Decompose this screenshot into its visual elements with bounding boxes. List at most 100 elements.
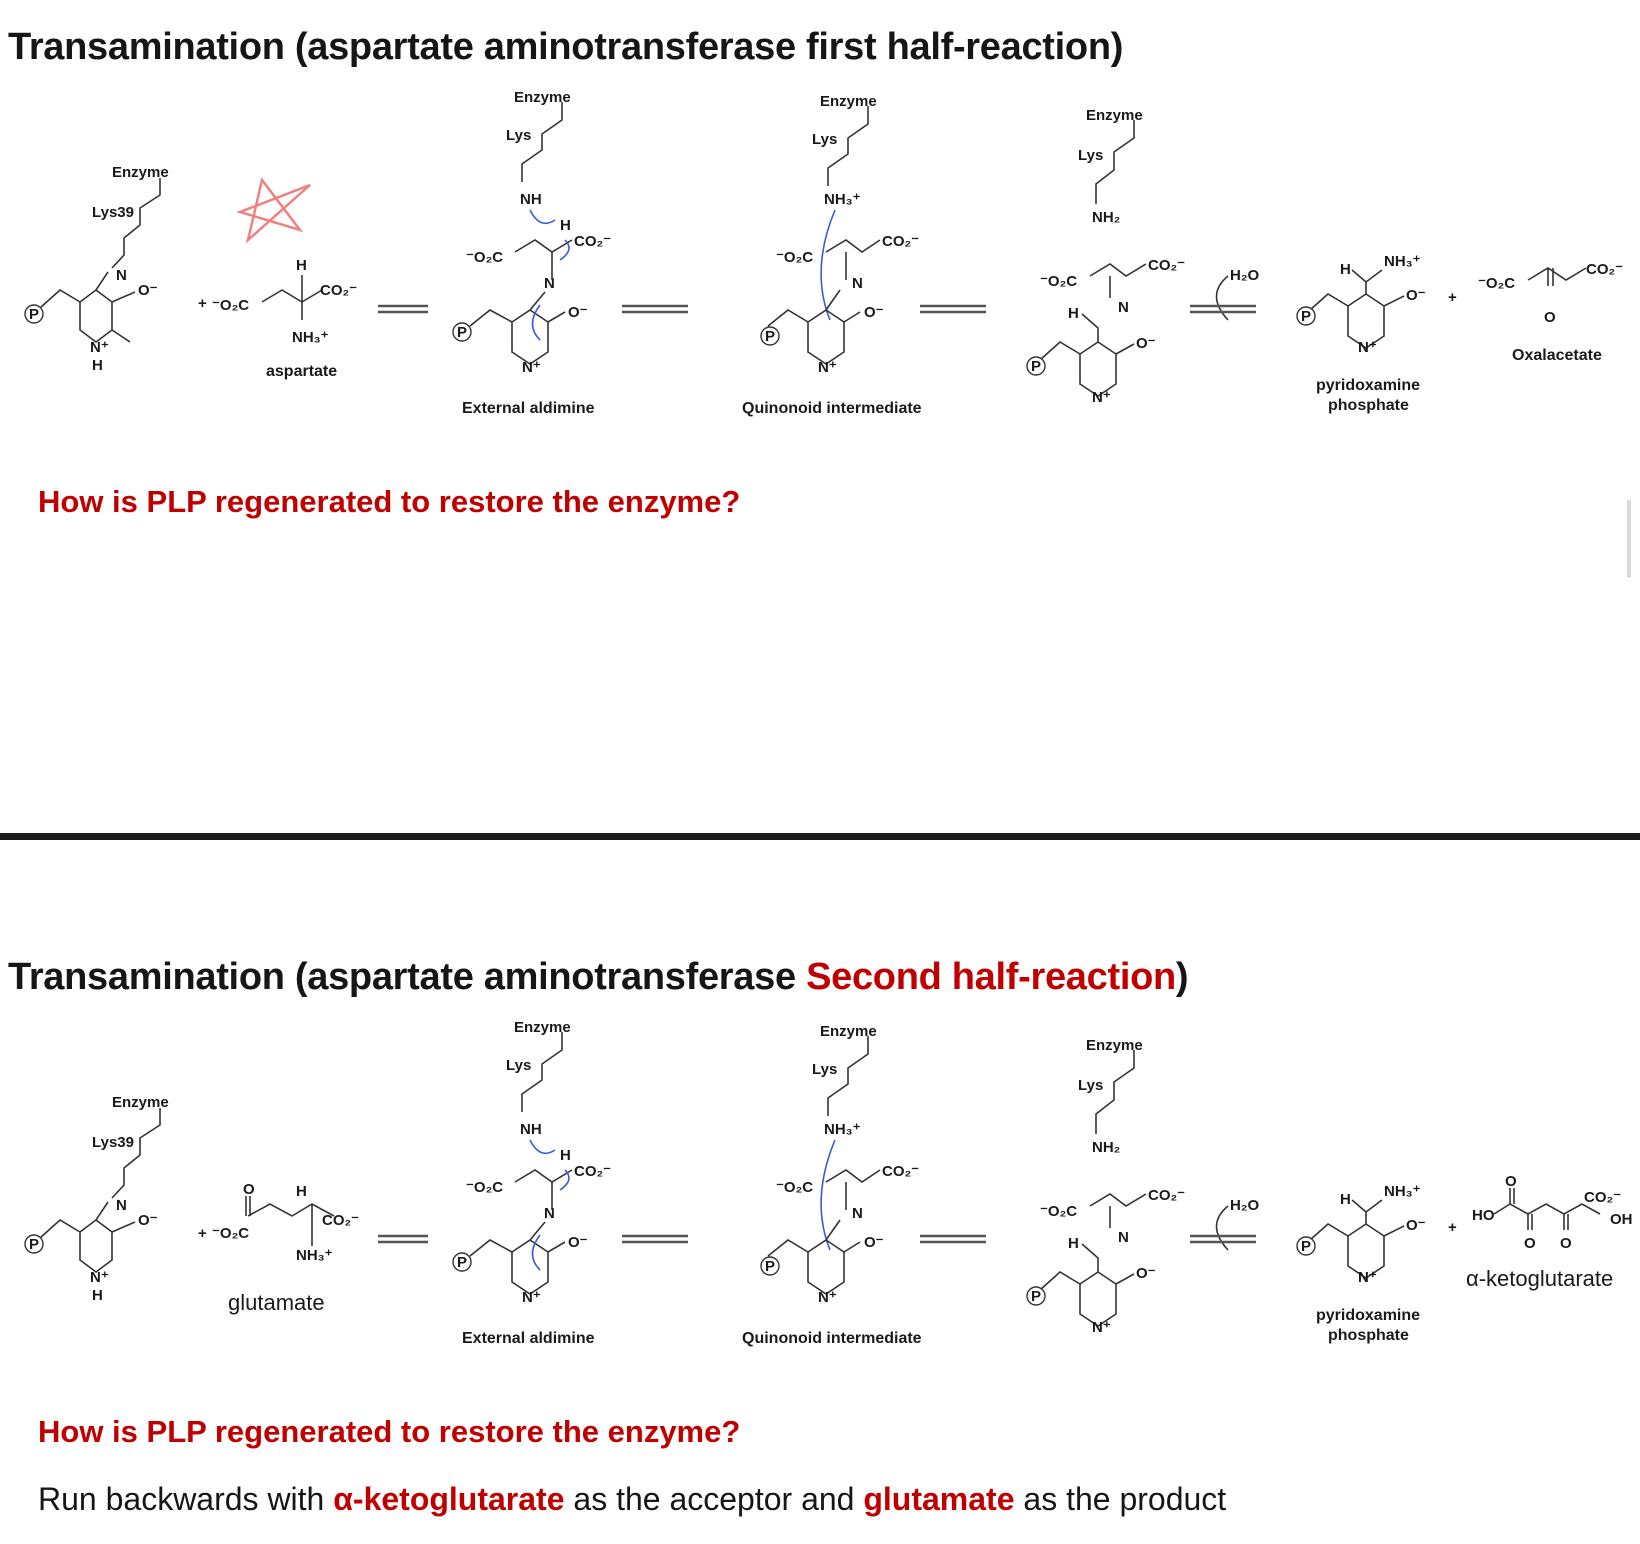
plp-internal-aldimine-2: Enzyme Lys39 N O⁻ P N⁺ H: [24, 1094, 169, 1304]
aspartate-label: aspartate: [266, 363, 337, 380]
equilibrium-arrow-1: [378, 304, 428, 314]
quinonoid-structure-2: Enzyme Lys NH₃⁺ ⁻O₂C CO₂⁻ N O⁻ P N⁺ Quin…: [742, 1023, 922, 1347]
ext-enzyme: Enzyme: [514, 89, 571, 106]
k-o2c: ⁻O₂C: [1040, 273, 1077, 290]
k-lys-2: Lys: [1078, 1077, 1103, 1094]
pmp-label-2: phosphate: [1328, 397, 1409, 414]
quinonoid-label: Quinonoid intermediate: [742, 400, 922, 417]
alpha-ketoglutarate-label: α-ketoglutarate: [1466, 1266, 1613, 1291]
water-label: H₂O: [1230, 267, 1259, 284]
external-aldimine-label-2: External aldimine: [462, 1330, 595, 1347]
pmp-h-2: H: [1340, 1191, 1351, 1208]
pmp-structure-2: H NH₃⁺ O⁻ P N⁺ pyridoxamine phosphate: [1296, 1183, 1426, 1344]
pmp-label-1-2: pyridoxamine: [1316, 1307, 1420, 1324]
answer-part3: as the product: [1014, 1481, 1227, 1517]
equilibrium-arrow-7: [920, 1234, 986, 1244]
ring-h-2: H: [92, 1287, 103, 1304]
o-minus: O⁻: [138, 282, 158, 299]
answer-part2: as the acceptor and: [564, 1481, 864, 1517]
lys39-label-2: Lys39: [92, 1134, 134, 1151]
k-co2: CO₂⁻: [1148, 257, 1185, 274]
pmp-h: H: [1340, 261, 1351, 278]
answer-highlight-glutamate: glutamate: [863, 1481, 1015, 1517]
ext-enzyme-2: Enzyme: [514, 1019, 571, 1036]
k-n: N: [1118, 299, 1129, 316]
k-o-minus: O⁻: [1136, 335, 1156, 352]
q-ring-n: N⁺: [818, 359, 837, 376]
oaa-o2c: ⁻O₂C: [1478, 275, 1515, 292]
external-aldimine-label: External aldimine: [462, 400, 595, 417]
ext-n: N: [544, 275, 555, 292]
imine-n-2: N: [116, 1197, 127, 1214]
pmp-nh3-2: NH₃⁺: [1384, 1183, 1421, 1200]
plus-sign-3: +: [198, 1225, 207, 1242]
pmp-o-minus-2: O⁻: [1406, 1217, 1426, 1234]
ext-h: H: [560, 217, 571, 234]
asp-co2: CO₂⁻: [320, 282, 357, 299]
equilibrium-arrow-6: [622, 1234, 688, 1244]
equilibrium-arrow-2: [622, 304, 688, 314]
ketimine-structure: Enzyme Lys NH₂ ⁻O₂C CO₂⁻ N H O⁻ P N⁺: [1026, 107, 1185, 406]
plus-sign-2: +: [1448, 289, 1457, 306]
k-co2-2: CO₂⁻: [1148, 1187, 1185, 1204]
section2-title-end: ): [1175, 956, 1189, 998]
ext-co2: CO₂⁻: [574, 233, 611, 250]
alpha-ketoglutarate-structure: HO O O O CO₂⁻ OH α-ketoglutarate: [1466, 1173, 1633, 1291]
oaa-co2: CO₂⁻: [1586, 261, 1623, 278]
akg-ho: HO: [1472, 1207, 1495, 1224]
ext-co2-2: CO₂⁻: [574, 1163, 611, 1180]
q-o2c: ⁻O₂C: [776, 249, 813, 266]
o-minus-2: O⁻: [138, 1212, 158, 1229]
k-h-2: H: [1068, 1235, 1079, 1252]
quinonoid-label-2: Quinonoid intermediate: [742, 1330, 922, 1347]
equilibrium-arrow-4: [1190, 304, 1256, 314]
ext-p-2: P: [457, 1254, 467, 1271]
enzyme-label-2: Enzyme: [112, 1094, 169, 1111]
equilibrium-arrow-8: [1190, 1234, 1256, 1244]
oxaloacetate-structure: ⁻O₂C CO₂⁻ O Oxalacetate: [1478, 261, 1623, 364]
quinonoid-structure: Enzyme Lys NH₃⁺ ⁻O₂C CO₂⁻ N O⁻ P N⁺ Quin…: [742, 93, 922, 417]
k-p-2: P: [1031, 1288, 1041, 1305]
glu-o2c: ⁻O₂C: [212, 1225, 249, 1242]
plp-internal-aldimine: Enzyme Lys39 N O⁻ P N⁺ H: [24, 164, 169, 374]
ketimine-structure-2: Enzyme Lys NH₂ ⁻O₂C CO₂⁻ N H O⁻ P N⁺: [1026, 1037, 1185, 1336]
star-annotation: [236, 177, 311, 244]
glu-co2: CO₂⁻: [322, 1212, 359, 1229]
ring-n-plus: N⁺: [90, 339, 109, 356]
pmp-p-2: P: [1301, 1238, 1311, 1255]
ext-ring-n: N⁺: [522, 359, 541, 376]
section2-question: How is PLP regenerated to restore the en…: [38, 1414, 741, 1449]
akg-o-1: O: [1524, 1235, 1536, 1252]
phosphate-p: P: [29, 306, 39, 323]
pmp-o-minus: O⁻: [1406, 287, 1426, 304]
glutamate-structure: ⁻O₂C O H CO₂⁻ NH₃⁺ glutamate: [212, 1181, 359, 1315]
q-co2: CO₂⁻: [882, 233, 919, 250]
pmp-label-2-2: phosphate: [1328, 1327, 1409, 1344]
q-lys-2: Lys: [812, 1061, 837, 1078]
k-o-minus-2: O⁻: [1136, 1265, 1156, 1282]
q-nh3-2: NH₃⁺: [824, 1121, 861, 1138]
oaa-o: O: [1544, 309, 1556, 326]
q-o2c-2: ⁻O₂C: [776, 1179, 813, 1196]
k-n-2: N: [1118, 1229, 1129, 1246]
pmp-structure: H NH₃⁺ O⁻ P N⁺ pyridoxamine phosphate: [1296, 253, 1426, 414]
plus-sign-4: +: [1448, 1219, 1457, 1236]
k-ring-n-2: N⁺: [1092, 1319, 1111, 1336]
q-n: N: [852, 275, 863, 292]
q-o-minus: O⁻: [864, 304, 884, 321]
answer-part1: Run backwards with: [38, 1481, 334, 1517]
equilibrium-arrow-3: [920, 304, 986, 314]
ext-nh: NH: [520, 191, 542, 208]
water-curve-2: [1215, 1205, 1229, 1251]
scrollbar[interactable]: [1627, 500, 1631, 578]
water-curve: [1215, 275, 1229, 321]
glu-h: H: [296, 1183, 307, 1200]
oxaloacetate-label: Oxalacetate: [1512, 347, 1602, 364]
scheme-first-half-reaction: Enzyme Lys39 N O⁻ P N⁺ H + ⁻O₂C CO₂⁻ H N…: [24, 89, 1623, 417]
q-o-minus-2: O⁻: [864, 1234, 884, 1251]
akg-co2: CO₂⁻: [1584, 1189, 1621, 1206]
k-enzyme-2: Enzyme: [1086, 1037, 1143, 1054]
k-p: P: [1031, 358, 1041, 375]
ext-o2c: ⁻O₂C: [466, 249, 503, 266]
external-aldimine-structure-2: Enzyme Lys NH H ⁻O₂C CO₂⁻ N O⁻ P N⁺ Exte…: [452, 1019, 611, 1347]
